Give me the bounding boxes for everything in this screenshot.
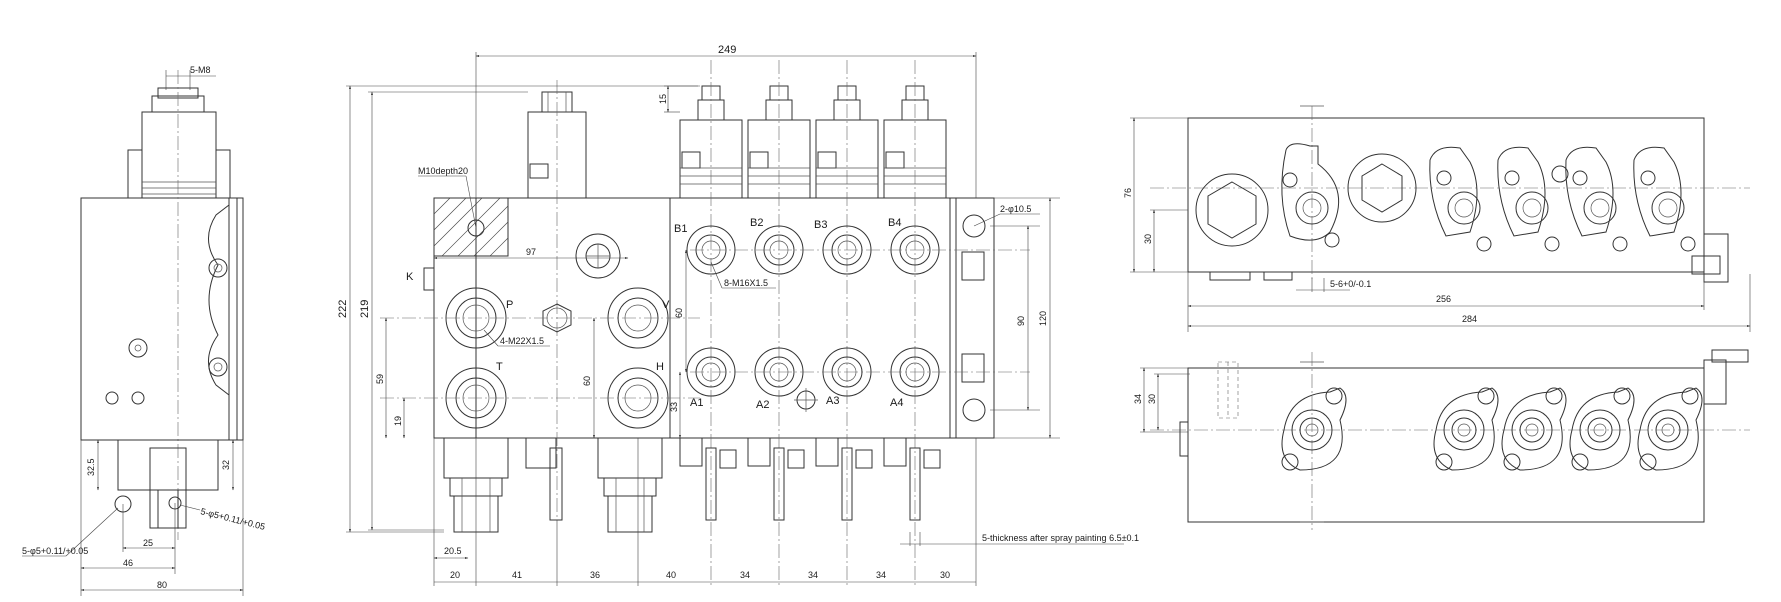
bottom-dim-34: 34 xyxy=(1133,394,1143,404)
port-V-label: V xyxy=(662,299,670,311)
side-tolerance-left: 5-φ5+0.11/+0.05 xyxy=(22,546,88,556)
bottom-view: 34 30 xyxy=(1133,349,1750,530)
side-dim-25: 25 xyxy=(143,538,153,548)
bottom-dim-30: 30 xyxy=(1147,394,1157,404)
front-dim-15: 15 xyxy=(658,94,668,104)
front-bottom-dim-8: 30 xyxy=(940,570,950,580)
port-A1-label: A1 xyxy=(690,397,703,409)
port-A2-label: A2 xyxy=(756,399,769,411)
front-dim-59: 59 xyxy=(375,374,385,384)
spool-caps xyxy=(679,85,947,199)
top-dim-30: 30 xyxy=(1143,234,1153,244)
front-dim-219: 219 xyxy=(359,300,371,318)
top-dim-256: 256 xyxy=(1436,294,1451,304)
front-thread-work: 8-M16X1.5 xyxy=(724,278,768,288)
side-thread-label: 5-M8 xyxy=(190,65,211,75)
front-dim-19: 19 xyxy=(393,416,403,426)
front-dim-249: 249 xyxy=(718,44,736,56)
top-dim-76: 76 xyxy=(1123,188,1133,198)
port-K-label: K xyxy=(406,271,414,283)
front-bottom-dim-4: 40 xyxy=(666,570,676,580)
top-view: 76 30 5-6+0/-0.1 256 284 xyxy=(1123,105,1751,332)
side-view: 5-M8 32.5 32 25 46 80 5-φ5+0.11/+0.05 5-… xyxy=(22,65,266,596)
front-bottom-dim-3: 36 xyxy=(590,570,600,580)
front-dim-33: 33 xyxy=(669,402,679,412)
front-bottom-dim-1: 20 xyxy=(450,570,460,580)
front-dim-97: 97 xyxy=(526,247,536,257)
port-B3-label: B3 xyxy=(814,219,827,231)
port-T-label: T xyxy=(496,361,503,373)
port-P-label: P xyxy=(506,299,513,311)
top-slot-label: 5-6+0/-0.1 xyxy=(1330,279,1371,289)
side-dim-80: 80 xyxy=(157,580,167,590)
port-B4-label: B4 xyxy=(888,217,901,229)
front-hole-label: 2-φ10.5 xyxy=(1000,204,1031,214)
front-dim-60-right: 60 xyxy=(674,308,684,318)
port-B2-label: B2 xyxy=(750,217,763,229)
port-A4-label: A4 xyxy=(890,397,903,409)
front-dim-90: 90 xyxy=(1016,316,1026,326)
side-dim-32-5: 32.5 xyxy=(86,458,96,476)
port-B1-label: B1 xyxy=(674,223,687,235)
front-dim-120: 120 xyxy=(1038,311,1048,326)
front-view: 249 15 222 219 59 19 60 60 33 97 90 120 xyxy=(337,44,1139,586)
front-thread-main: 4-M22X1.5 xyxy=(500,336,544,346)
front-dim-222: 222 xyxy=(337,300,349,318)
front-bottom-dim-7: 34 xyxy=(876,570,886,580)
side-dim-46: 46 xyxy=(123,558,133,568)
front-bottom-dim-2: 41 xyxy=(512,570,522,580)
front-dim-20-5: 20.5 xyxy=(444,546,462,556)
front-mount-thread: M10depth20 xyxy=(418,166,468,176)
front-bottom-dim-6: 34 xyxy=(808,570,818,580)
port-H-label: H xyxy=(656,361,664,373)
front-spray-note: 5-thickness after spray painting 6.5±0.1 xyxy=(982,533,1139,543)
front-bottom-dim-5: 34 xyxy=(740,570,750,580)
top-dim-284: 284 xyxy=(1462,314,1477,324)
port-A3-label: A3 xyxy=(826,395,839,407)
bottom-fittings xyxy=(443,437,941,533)
side-dim-32: 32 xyxy=(221,460,231,470)
front-dim-60-left: 60 xyxy=(582,376,592,386)
side-tolerance-right: 5-φ5+0.11/+0.05 xyxy=(200,506,267,532)
